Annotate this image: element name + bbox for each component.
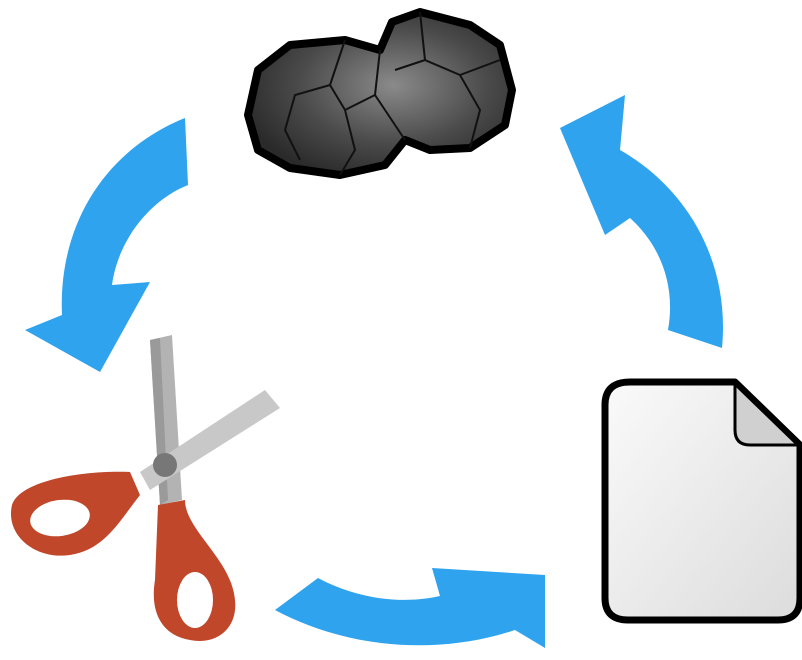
arrow-scissors-to-paper bbox=[275, 568, 545, 648]
arrow-paper-to-rock bbox=[560, 95, 724, 348]
arrow-rock-to-scissors bbox=[25, 118, 188, 372]
rock-icon bbox=[244, 8, 516, 179]
paper-icon bbox=[601, 378, 802, 624]
scissors-icon bbox=[10, 335, 280, 641]
